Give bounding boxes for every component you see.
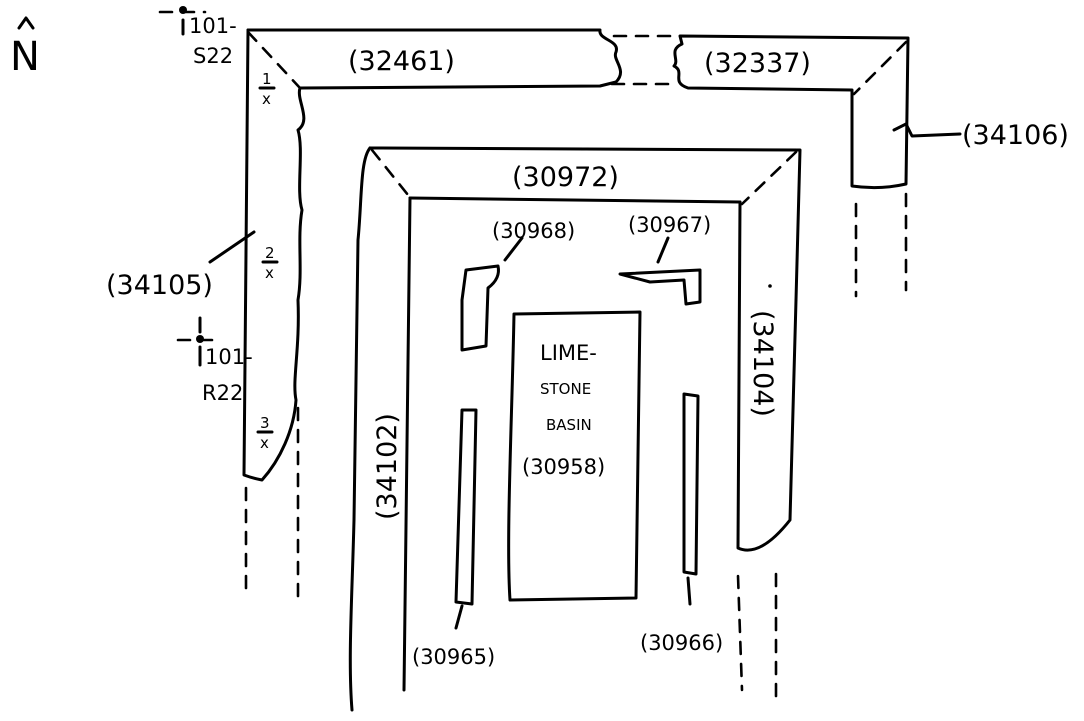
label-32337: (32337) [704,48,811,79]
grid-point-s22-code: S22 [193,44,233,68]
feature-30968-outline [460,264,500,352]
leader-30968 [503,236,524,262]
wall-34105-outline [242,28,306,482]
label-30967: (30967) [628,213,711,237]
grid-point-s22-number: 101- [189,14,237,38]
section-mark-2-num: 2 [265,244,275,262]
wall-34104-outline [736,200,798,552]
feature-30966-outline [682,392,700,576]
wall-30972-east-joint [740,150,798,206]
ink-dot [768,284,772,288]
north-label: N [10,34,40,80]
wall-32461-corner-joint [246,30,302,90]
section-mark-1-num: 1 [262,70,272,88]
section-mark-2: 2 x [261,244,279,282]
north-arrow: N [10,16,40,80]
wall-32337-corner-joint [852,40,908,96]
dash-34104-west [736,574,744,692]
label-34104: (34104) [747,310,778,417]
leader-30967 [656,236,670,264]
grid-point-s22-marker [179,6,187,14]
label-30968: (30968) [492,219,575,243]
wall-30972-west-joint [370,148,414,202]
wall-30972-inner-edge [408,196,742,204]
label-30966: (30966) [640,631,723,655]
section-mark-3-den: x [260,434,269,452]
section-mark-1-den: x [262,90,271,108]
label-30965: (30965) [412,645,495,669]
grid-point-s22: 101- S22 [158,6,237,68]
label-34105: (34105) [106,270,213,301]
leader-30966 [686,576,692,606]
limestone-basin-outline [507,310,642,602]
leader-34105 [208,230,256,264]
wall-34102-outline [348,146,372,712]
section-mark-2-den: x [265,264,274,282]
section-mark-3-num: 3 [260,414,270,432]
basin-label-line3: BASIN [546,416,592,434]
label-34106: (34106) [962,120,1069,151]
leader-30965 [454,604,464,630]
grid-point-r22: 101- R22 [176,316,253,405]
grid-point-r22-code: R22 [202,381,243,405]
section-mark-1: 1 x [258,70,276,108]
grid-point-r22-marker [196,335,204,343]
feature-30967-outline [618,268,702,306]
label-30972: (30972) [512,162,619,193]
label-32461: (32461) [348,46,455,77]
wall-32337-outline [672,34,910,190]
basin-label-line2: STONE [540,380,591,398]
basin-label-line1: LIME- [540,341,597,365]
continuation-dashes [244,192,908,698]
wall-34102-inner-edge [402,196,412,692]
section-mark-3: 3 x [256,414,274,452]
leader-34106 [892,122,962,138]
wall-32461-outline [246,28,622,90]
basin-context-label: (30958) [522,455,605,479]
label-34102: (34102) [372,413,403,520]
north-arrow-head [17,16,35,30]
wall-30972-outline [368,146,802,302]
feature-30965-outline [454,408,478,606]
